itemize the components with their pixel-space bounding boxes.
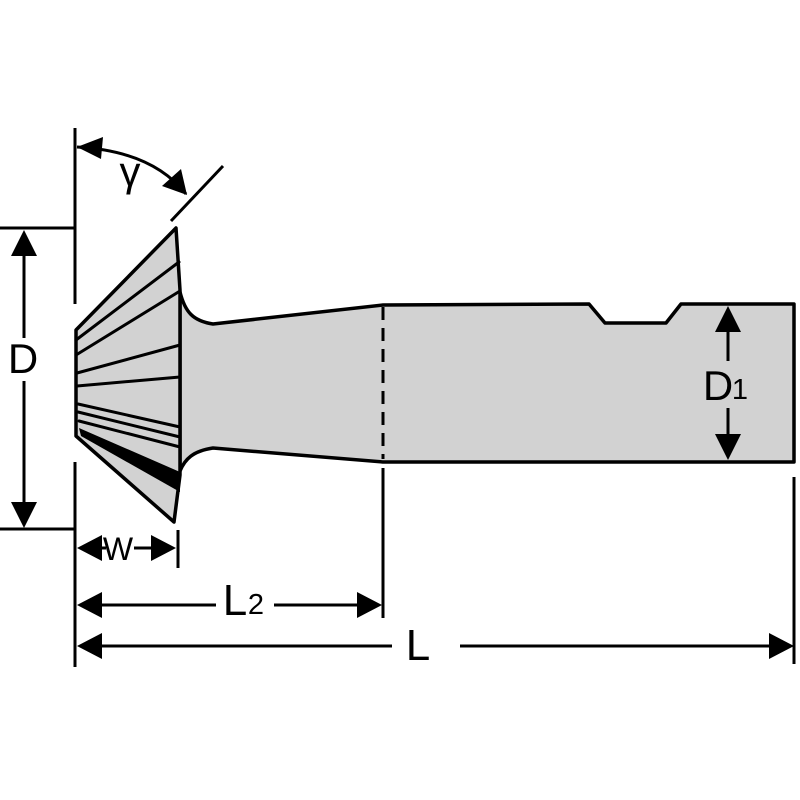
- d1-arrow-down: [715, 434, 741, 460]
- flute-wedge: [79, 428, 180, 492]
- shank-body: [178, 290, 796, 473]
- l-arrow-left: [77, 633, 102, 659]
- d-arrow-down: [11, 502, 37, 528]
- dimension-d1: D 1: [703, 306, 748, 460]
- dimension-l2: L 2: [77, 468, 385, 625]
- dimension-gamma: γ: [76, 137, 225, 223]
- d-label: D: [8, 335, 38, 382]
- w-label: W: [103, 531, 134, 567]
- flute-line-4: [75, 375, 182, 388]
- flute-line-6: [76, 410, 182, 439]
- l2-arrow-left: [77, 592, 102, 618]
- flute-line-3: [75, 343, 182, 375]
- l2-label-sub: 2: [248, 589, 264, 621]
- flute-line-1: [74, 260, 181, 342]
- w-arrow-left: [77, 535, 102, 561]
- d-arrow-up: [11, 230, 37, 256]
- flute-line-5: [76, 402, 182, 429]
- dimension-d: D: [0, 226, 74, 531]
- l2-label-main: L: [223, 576, 247, 625]
- flute-line-2: [74, 289, 182, 357]
- cutting-edge-lines: [74, 260, 182, 492]
- l-arrow-right: [769, 633, 794, 659]
- dimension-w: W: [77, 530, 180, 568]
- d1-arrow-up: [715, 306, 741, 332]
- d1-label-sub: 1: [732, 374, 748, 406]
- l2-arrow-right: [357, 592, 382, 618]
- gamma-arrow-right: [162, 169, 187, 195]
- gamma-reference-line: [169, 164, 225, 223]
- gamma-label: γ: [120, 148, 141, 195]
- l-label: L: [406, 621, 430, 670]
- dimension-l: L: [77, 477, 796, 670]
- gamma-arrow-left: [77, 137, 103, 159]
- w-arrow-right: [151, 535, 176, 561]
- flute-line-7: [77, 419, 182, 449]
- d1-label-main: D: [703, 362, 733, 409]
